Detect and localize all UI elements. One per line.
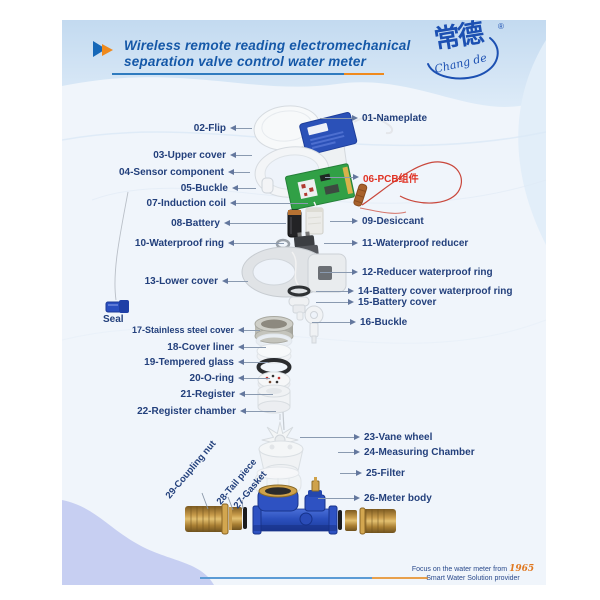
part-battery-cover-ring xyxy=(287,285,311,297)
coil-wire-red xyxy=(361,161,462,206)
part-tail-piece-right xyxy=(345,510,357,531)
arrow-icon xyxy=(230,200,236,206)
arrow-icon xyxy=(350,319,356,325)
title-underline-orange xyxy=(344,73,384,75)
page-title: Wireless remote reading electromechanica… xyxy=(124,38,410,70)
page-title-line2: separation valve control water meter xyxy=(124,54,367,69)
part-desiccant xyxy=(305,207,324,235)
label-nameplate: 01-Nameplate xyxy=(320,112,427,124)
arrow-icon xyxy=(352,240,358,246)
label-upper-cover: 03-Upper cover xyxy=(153,149,252,161)
part-gasket-right xyxy=(338,510,342,530)
label-measuring-chamber: 24-Measuring Chamber xyxy=(338,446,475,458)
label-register-chamber: 22-Register chamber xyxy=(137,405,276,417)
label-vane-wheel: 23-Vane wheel xyxy=(300,431,432,443)
part-lower-cover xyxy=(241,246,347,298)
label-lower-cover: 13-Lower cover xyxy=(145,275,248,287)
label-buckle: 16-Buckle xyxy=(312,316,407,328)
part-coupling-nut-right xyxy=(359,507,396,535)
spindle-line xyxy=(282,411,285,431)
label-pcb: 06-PCB组件 xyxy=(325,171,419,185)
label-reducer-ring: 12-Reducer waterproof ring xyxy=(320,266,493,278)
arrow-icon xyxy=(238,375,244,381)
arrow-icon xyxy=(352,115,358,121)
antenna-wire xyxy=(353,116,394,135)
arrow-icon xyxy=(224,220,230,226)
part-stainless-cover xyxy=(254,316,294,344)
label-register: 21-Register xyxy=(181,388,273,400)
label-o-ring: 20-O-ring xyxy=(190,372,270,384)
part-tail-piece-left xyxy=(229,507,242,530)
arrow-icon xyxy=(238,359,244,365)
label-cover-liner: 18-Cover liner xyxy=(167,341,266,353)
footer-line-orange xyxy=(372,577,428,579)
arrow-icon xyxy=(239,391,245,397)
label-waterproof-ring: 10-Waterproof ring xyxy=(135,237,284,249)
seal-icon xyxy=(105,300,129,313)
label-stainless-cover: 17-Stainless steel cover xyxy=(132,324,260,336)
seal-wire xyxy=(114,191,129,301)
brand-logo: 常德 Chang de ® xyxy=(418,17,512,88)
part-buckle-small xyxy=(261,177,274,194)
footer-year: 1965 xyxy=(509,564,535,574)
leader-gasket xyxy=(241,499,244,510)
label-flip: 02-Flip xyxy=(194,122,252,134)
logo-swoosh-icon xyxy=(427,37,499,80)
arrow-icon xyxy=(354,449,360,455)
arrow-icon xyxy=(353,174,359,180)
part-measuring-chamber xyxy=(258,440,304,478)
title-underline-blue xyxy=(112,73,344,75)
exploded-parts-illustration xyxy=(105,105,462,535)
arrow-icon xyxy=(230,152,236,158)
arrow-icon xyxy=(232,185,238,191)
label-desiccant: 09-Desiccant xyxy=(330,215,424,227)
arrow-icon xyxy=(354,495,360,501)
label-meter-body: 26-Meter body xyxy=(318,492,432,504)
label-sensor-component: 04-Sensor component xyxy=(119,166,250,178)
arrow-icon xyxy=(222,278,228,284)
registered-mark: ® xyxy=(498,22,504,31)
part-nameplate xyxy=(299,112,358,156)
arrow-icon xyxy=(228,240,234,246)
arrow-icon xyxy=(352,218,358,224)
coil-wire-red2 xyxy=(359,207,407,214)
title-bullet-orange-icon xyxy=(102,44,113,56)
footer-subtitle: Smart Water Solution provider xyxy=(426,575,520,582)
arrow-icon xyxy=(228,169,234,175)
label-buckle-small: 05-Buckle xyxy=(181,182,256,194)
leader-tail-piece xyxy=(227,496,234,511)
label-battery-cover-ring: 14-Battery cover waterproof ring xyxy=(316,285,513,297)
label-seal: Seal xyxy=(103,314,124,325)
label-waterproof-reducer: 11-Waterproof reducer xyxy=(324,237,468,249)
footer-line-blue xyxy=(200,577,372,579)
label-battery: 08-Battery xyxy=(171,217,286,229)
background-waves xyxy=(62,20,546,585)
part-buckle xyxy=(304,305,324,344)
part-meter-body xyxy=(252,477,338,535)
part-induction-coil xyxy=(353,183,368,207)
label-tempered-glass: 19-Tempered glass xyxy=(144,356,268,368)
arrow-icon xyxy=(238,344,244,350)
part-coupling-nut-left xyxy=(185,503,229,535)
label-induction-coil: 07-Induction coil xyxy=(147,197,308,209)
arrow-icon xyxy=(356,470,362,476)
part-battery xyxy=(287,209,302,238)
part-pcb xyxy=(285,163,355,211)
footer-tagline-line1: Focus on the water meter from 1965 xyxy=(411,564,535,574)
part-gasket-left xyxy=(243,507,247,529)
leader-coupling-nut xyxy=(201,492,209,510)
arrow-icon xyxy=(348,288,354,294)
arrow-icon xyxy=(230,125,236,131)
arrow-icon xyxy=(348,299,354,305)
footer-tagline: Focus on the water meter from 1965 Smart… xyxy=(405,565,541,583)
arrow-icon xyxy=(354,434,360,440)
arrow-icon xyxy=(352,269,358,275)
arrow-icon xyxy=(238,327,244,333)
label-filter: 25-Filter xyxy=(340,467,405,479)
label-battery-cover: 15-Battery cover xyxy=(316,296,436,308)
page-title-line1: Wireless remote reading electromechanica… xyxy=(124,38,411,53)
part-battery-cover xyxy=(288,296,310,321)
arrow-icon xyxy=(240,408,246,414)
